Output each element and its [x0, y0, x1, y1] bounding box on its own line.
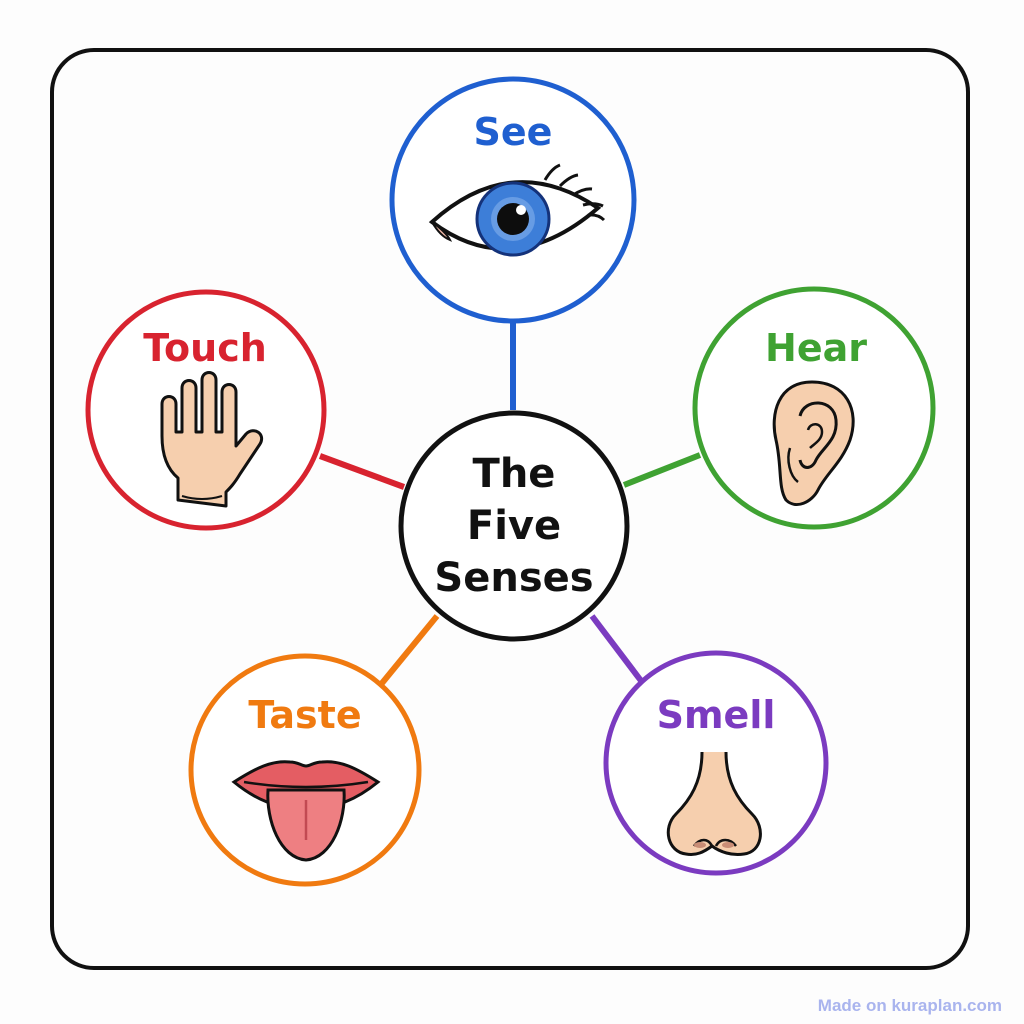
ear-icon [772, 380, 855, 506]
hand-icon [160, 371, 263, 508]
connector-touch [318, 453, 406, 490]
eye-icon [428, 163, 606, 257]
center-title-line-2: Five [466, 503, 562, 549]
center-circle [398, 410, 630, 642]
sense-label-taste: Taste [248, 693, 361, 737]
sense-label-see: See [474, 110, 553, 154]
sense-label-touch: Touch [143, 326, 267, 370]
center-title-line-3: Senses [434, 555, 594, 601]
sense-label-hear: Hear [765, 326, 867, 370]
connector-taste [375, 614, 440, 690]
center-title-line-1: The [472, 451, 556, 497]
connector-smell [589, 614, 651, 692]
credit-watermark: Made on kuraplan.com [817, 996, 1002, 1015]
connector-hear [622, 452, 702, 488]
sense-label-smell: Smell [657, 693, 776, 737]
tongue-icon [231, 760, 381, 862]
center-title: The Five Senses [400, 412, 628, 640]
nose-icon [666, 751, 762, 856]
